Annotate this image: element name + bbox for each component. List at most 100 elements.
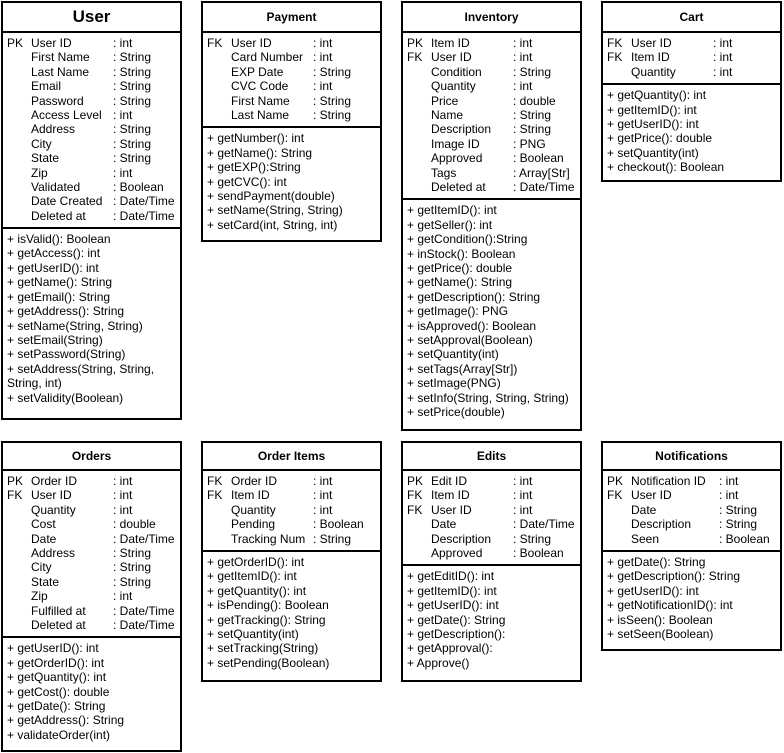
method-row: + getItemID(): int <box>407 583 497 598</box>
attribute-type: : String <box>513 531 552 546</box>
attribute-name: EXP Date <box>231 64 284 79</box>
method-row: + setPrice(double) <box>407 404 505 419</box>
attribute-type: : int <box>513 502 533 517</box>
attribute-name: Image ID <box>431 136 480 151</box>
attribute-type: : Date/Time <box>113 531 175 546</box>
attribute-row: Approved: Boolean <box>403 546 580 560</box>
attribute-row: Address: String <box>3 546 180 560</box>
attribute-type: : String <box>113 79 152 94</box>
attribute-row: Description : String <box>603 517 780 531</box>
attribute-row: Name: String <box>403 108 580 122</box>
attribute-type: : String <box>313 107 352 122</box>
attribute-type: : String <box>113 545 152 560</box>
attribute-type: : int <box>113 474 133 488</box>
method-row: + getDescription(): <box>407 626 506 641</box>
attribute-name: Email <box>31 79 62 94</box>
method-row: + getOrderID(): int <box>207 554 305 569</box>
method-row: + setQuantity(int) <box>607 145 699 160</box>
attribute-row: State: String <box>3 151 180 165</box>
attribute-type: : Date/Time <box>513 179 575 194</box>
attribute-name: Item ID <box>631 50 670 65</box>
attribute-type: : int <box>513 36 533 50</box>
attribute-name: User ID <box>431 502 472 517</box>
method-section: + getOrderID(): int+ getItemID(): int+ g… <box>203 552 380 670</box>
attribute-name: Name <box>431 107 464 122</box>
attribute-type: : Boolean <box>719 531 770 546</box>
method-row: + getApproval(): <box>407 641 493 656</box>
attribute-type: : int <box>713 36 733 50</box>
attribute-type: : String <box>113 560 152 575</box>
attribute-type: : int <box>113 165 133 180</box>
attribute-type: : String <box>719 517 758 532</box>
method-row: + getDate(): String <box>7 698 106 713</box>
attribute-name: Deleted at <box>31 617 86 632</box>
method-row: + setPassword(String) <box>7 347 126 362</box>
class-title: Inventory <box>403 3 580 33</box>
attribute-row: Validated: Boolean <box>3 180 180 194</box>
attribute-key: FK <box>207 488 223 503</box>
class-title: Notifications <box>603 443 780 471</box>
method-row: + getPrice(): double <box>407 260 513 275</box>
attribute-name: Address <box>31 122 76 137</box>
attribute-name: Condition <box>431 64 482 79</box>
attribute-type: : String <box>719 502 758 517</box>
method-row: + getItemID(): int <box>207 569 297 584</box>
attribute-row: Description: String <box>403 532 580 546</box>
attribute-key: PK <box>407 474 424 488</box>
method-row: + inStock(): Boolean <box>407 246 516 261</box>
attribute-name: Order ID <box>31 474 78 488</box>
attribute-name: Fulfilled at <box>31 603 86 618</box>
attribute-name: Item ID <box>431 36 470 50</box>
method-row: + getPrice(): double <box>607 131 713 146</box>
attribute-type: : String <box>113 64 152 79</box>
attribute-name: Seen <box>631 531 660 546</box>
attribute-row: Date: Date/Time <box>3 532 180 546</box>
method-row: + isValid(): Boolean <box>7 232 111 247</box>
class-title: Payment <box>203 3 380 33</box>
attribute-type: : int <box>113 589 133 604</box>
attribute-name: Item ID <box>231 488 270 503</box>
attribute-type: : String <box>113 136 152 151</box>
attribute-type: : String <box>113 151 152 166</box>
method-row: + getUserID(): int <box>7 641 99 656</box>
attribute-name: Quantity <box>631 64 676 79</box>
method-row: + getNumber(): int <box>207 131 305 146</box>
attribute-row: Zip: int <box>3 589 180 603</box>
attribute-row: Cost: double <box>3 517 180 531</box>
attribute-name: Description <box>631 517 692 532</box>
attribute-name: Password <box>31 93 84 108</box>
attribute-row: Deleted at: Date/Time <box>3 209 180 223</box>
attribute-name: Access Level <box>31 107 102 122</box>
attribute-name: Tags <box>431 165 457 180</box>
attribute-row: First Name: String <box>203 94 380 108</box>
method-row: + setInfo(String, String, String) <box>407 390 569 405</box>
attribute-row: Condition: String <box>403 65 580 79</box>
method-row: + getUserID(): int <box>607 116 699 131</box>
attribute-row: Date: Date/Time <box>403 517 580 531</box>
attribute-row: Pending: Boolean <box>203 517 380 531</box>
method-row: + getEmail(): String <box>7 289 111 304</box>
method-section: + getQuantity(): int+ getItemID(): int+ … <box>603 85 780 174</box>
attribute-name: City <box>31 560 52 575</box>
attribute-type: : Boolean <box>513 545 564 560</box>
attribute-row: City: String <box>3 137 180 151</box>
attribute-name: Deleted at <box>31 208 86 223</box>
method-row: + getItemID(): int <box>607 102 697 117</box>
attribute-name: Last Name <box>31 64 90 79</box>
attribute-type: : int <box>513 50 533 65</box>
attribute-key: FK <box>7 488 23 503</box>
attribute-row: Seen : Boolean <box>603 532 780 546</box>
class-title: Order Items <box>203 443 380 471</box>
attribute-type: : int <box>113 488 133 503</box>
attribute-name: User ID <box>31 36 72 50</box>
